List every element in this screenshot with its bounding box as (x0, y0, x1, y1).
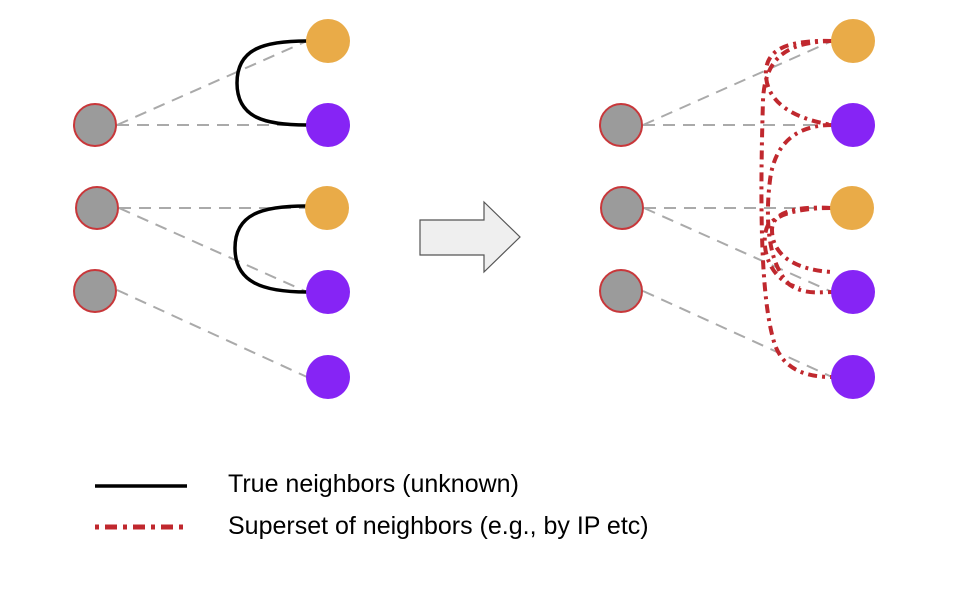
left-graph (73, 19, 350, 399)
superset-edge (759, 39, 833, 379)
source-node[interactable] (599, 269, 643, 313)
superset-edge (763, 38, 833, 127)
transform-arrow-icon (419, 200, 521, 274)
orange-node[interactable] (831, 19, 875, 63)
dashed-edge (116, 289, 308, 378)
dashed-edge (642, 40, 833, 126)
orange-node[interactable] (830, 186, 874, 230)
purple-node[interactable] (831, 270, 875, 314)
dashed-edges (116, 40, 308, 378)
legend-label-superset-neighbors: Superset of neighbors (e.g., by IP etc) (228, 512, 649, 540)
legend-label-true-neighbors: True neighbors (unknown) (228, 470, 519, 498)
dashed-edge (116, 40, 308, 126)
purple-node[interactable] (306, 355, 350, 399)
purple-node[interactable] (306, 270, 350, 314)
true-neighbor-edge (235, 39, 308, 127)
source-nodes (599, 103, 644, 313)
dashed-edge (642, 290, 833, 378)
orange-node[interactable] (305, 186, 349, 230)
purple-node[interactable] (306, 103, 350, 147)
true-neighbor-edge (233, 204, 308, 294)
source-nodes (73, 103, 119, 313)
superset-edge (762, 206, 832, 290)
source-node[interactable] (73, 103, 117, 147)
purple-node[interactable] (831, 355, 875, 399)
source-node[interactable] (600, 186, 644, 230)
source-node[interactable] (599, 103, 643, 147)
right-graph (599, 19, 875, 399)
true-neighbor-edges (233, 39, 308, 294)
source-node[interactable] (73, 269, 117, 313)
dashed-edge (643, 207, 833, 293)
purple-node[interactable] (831, 103, 875, 147)
dashed-edge (118, 207, 308, 293)
dashed-edges (642, 40, 833, 378)
superset-edges (759, 38, 833, 379)
target-nodes (305, 19, 350, 399)
source-node[interactable] (75, 186, 119, 230)
target-nodes (830, 19, 875, 399)
orange-node[interactable] (306, 19, 350, 63)
